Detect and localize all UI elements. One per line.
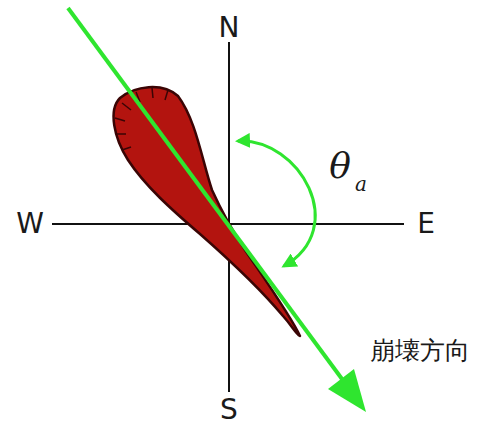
collapse-direction-arrow bbox=[68, 8, 342, 379]
compass-north: N bbox=[219, 14, 240, 42]
landslide-shape bbox=[114, 87, 300, 336]
direction-label: 崩壊方向 bbox=[370, 338, 470, 363]
compass-south: S bbox=[220, 396, 238, 424]
angle-arc bbox=[238, 141, 315, 266]
ns-axis bbox=[228, 42, 230, 392]
compass-west: W bbox=[16, 210, 44, 238]
angle-subscript: a bbox=[355, 174, 367, 194]
arrow-head bbox=[328, 369, 366, 412]
angle-symbol: θ bbox=[329, 148, 351, 184]
scarp-hachures bbox=[115, 88, 168, 150]
compass-east: E bbox=[417, 210, 435, 238]
